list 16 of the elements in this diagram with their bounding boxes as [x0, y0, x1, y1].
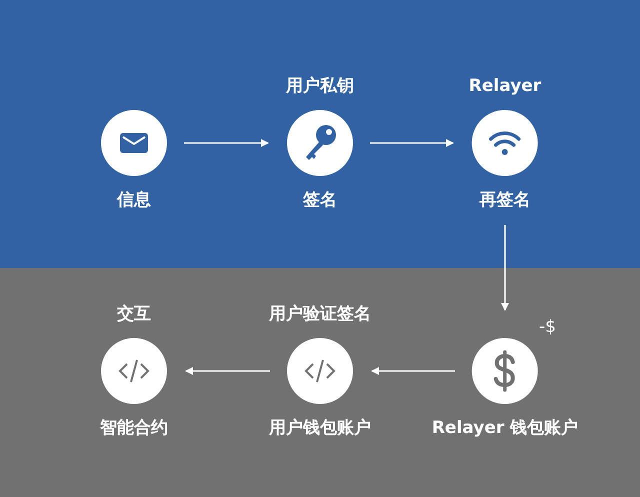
step-heading: 用户私钥: [286, 75, 354, 98]
step-label: 再签名: [480, 189, 530, 212]
arrow: [184, 139, 269, 147]
arrow: [370, 139, 454, 147]
arrow: [501, 225, 509, 311]
step-label: 智能合约: [100, 417, 168, 440]
step-heading: 交互: [117, 303, 151, 326]
step-label: 信息: [117, 189, 151, 212]
arrow: [371, 367, 455, 375]
step-label: 签名: [303, 189, 337, 212]
step-label: 用户钱包账户: [269, 417, 371, 440]
step-heading: 用户验证签名: [269, 303, 371, 326]
arrow: [185, 367, 270, 375]
step-heading: Relayer: [468, 75, 542, 98]
step-label: Relayer 钱包账户: [432, 417, 578, 440]
cost-note: -$: [539, 316, 556, 339]
